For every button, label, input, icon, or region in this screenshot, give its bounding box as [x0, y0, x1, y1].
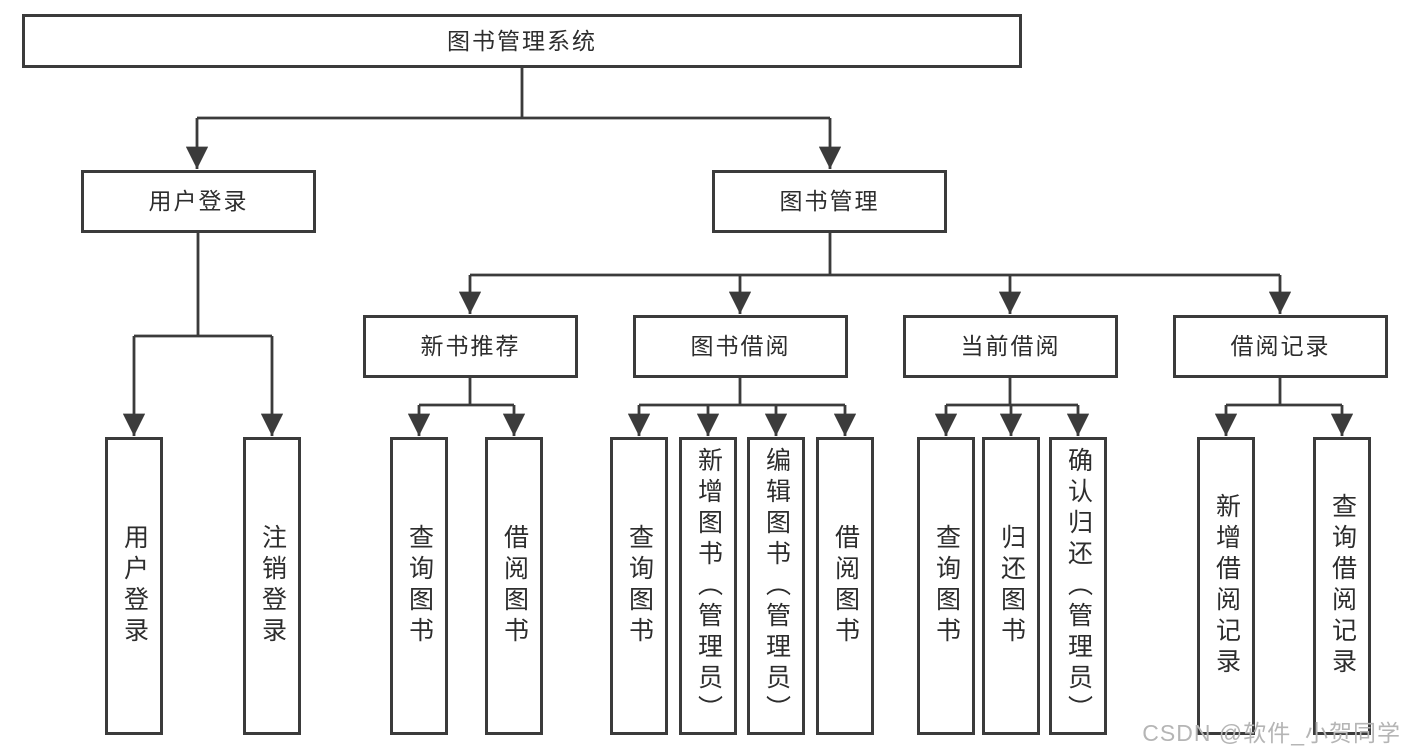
node-current-borrowing: 当前借阅 [903, 315, 1118, 378]
leaf-borrow-books-borrowing: 借阅图书 [816, 437, 874, 735]
leaf-query-books-recommend: 查询图书 [390, 437, 448, 735]
watermark: CSDN @软件_小贺同学 [1142, 720, 1401, 746]
leaf-query-books-borrowing: 查询图书 [610, 437, 668, 735]
node-system-root: 图书管理系统 [22, 14, 1022, 68]
leaf-edit-books-admin: 编辑图书（管理员） [747, 437, 805, 735]
leaf-confirm-return-admin: 确认归还（管理员） [1049, 437, 1107, 735]
node-book-borrowing: 图书借阅 [633, 315, 848, 378]
leaf-user-login: 用户登录 [105, 437, 163, 735]
leaf-borrow-books-recommend: 借阅图书 [485, 437, 543, 735]
leaf-query-borrow-record: 查询借阅记录 [1313, 437, 1371, 735]
leaf-add-books-admin: 新增图书（管理员） [679, 437, 737, 735]
node-user-login: 用户登录 [81, 170, 316, 233]
leaf-return-books: 归还图书 [982, 437, 1040, 735]
node-book-management: 图书管理 [712, 170, 947, 233]
leaf-add-borrow-record: 新增借阅记录 [1197, 437, 1255, 735]
node-new-book-recommend: 新书推荐 [363, 315, 578, 378]
node-borrowing-records: 借阅记录 [1173, 315, 1388, 378]
connector-trunks [134, 68, 1342, 407]
leaf-query-books-current: 查询图书 [917, 437, 975, 735]
leaf-logout: 注销登录 [243, 437, 301, 735]
